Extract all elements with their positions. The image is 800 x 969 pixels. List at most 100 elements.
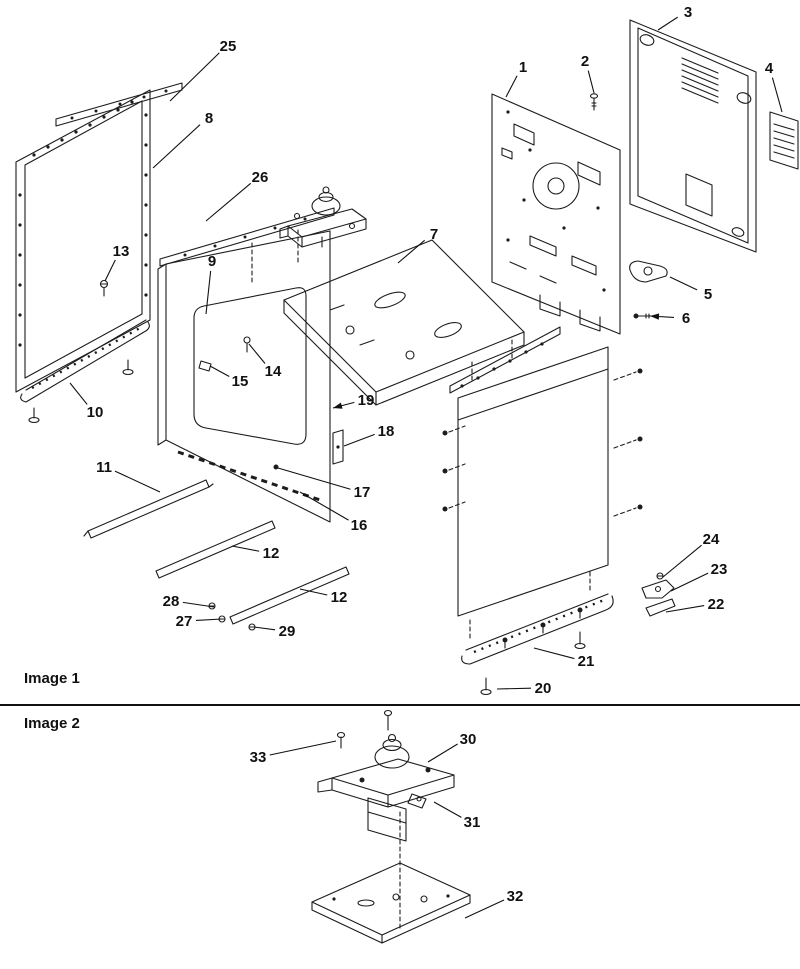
part-burner-bracket [629, 260, 668, 283]
callout-17-leader [277, 467, 351, 490]
callout-5-leader [669, 276, 698, 291]
part-top-regulator-assembly [279, 186, 367, 248]
callout-3-leader [657, 16, 679, 31]
part-bracket-22 [645, 598, 676, 617]
part-right-side-panel [442, 346, 643, 641]
callout-21-leader [533, 647, 575, 660]
callout-26-leader [205, 182, 252, 222]
part-left-side-panel [15, 89, 151, 393]
callout-27-number: 27 [176, 613, 193, 630]
callout-29-number: 29 [279, 623, 296, 640]
part-base-pan [283, 239, 525, 406]
callout-3-number: 3 [684, 4, 692, 21]
part-screw-13 [99, 279, 109, 297]
callout-9-number: 9 [208, 253, 216, 270]
callout-23-number: 23 [711, 561, 728, 578]
callout-25-number: 25 [220, 38, 237, 55]
part-fitting-31 [407, 793, 427, 809]
part-rail-12b [229, 566, 350, 625]
part-bolt-6 [633, 313, 653, 319]
callout-26-number: 26 [252, 169, 269, 186]
callout-1-number: 1 [519, 59, 527, 76]
callout-32-number: 32 [507, 888, 524, 905]
part-bottom-trim-left [20, 319, 150, 424]
callout-27-leader [195, 618, 223, 622]
callout-11-number: 11 [96, 459, 112, 476]
callout-13-leader [104, 259, 116, 282]
callout-14-leader [248, 343, 266, 364]
callout-33-number: 33 [250, 749, 267, 766]
callout-10-leader [69, 382, 88, 405]
section-divider [0, 704, 800, 706]
part-front-frame [157, 230, 331, 523]
callout-15-leader [209, 365, 230, 378]
callout-28-number: 28 [163, 593, 180, 610]
callout-8-number: 8 [205, 110, 213, 127]
callout-17-number: 17 [354, 484, 371, 501]
part-side-bracket-18 [332, 429, 344, 465]
callout-7-leader [397, 239, 426, 264]
callout-12-number: 12 [263, 545, 280, 562]
callout-19-arrowhead [333, 402, 343, 409]
part-top-rail [55, 82, 183, 127]
callout-12-leader [231, 545, 260, 552]
part-rail-12a [155, 520, 276, 579]
part-right-top-rail [449, 326, 561, 394]
callout-9-leader [205, 270, 212, 315]
callout-5-number: 5 [704, 286, 712, 303]
callout-13-number: 13 [113, 243, 130, 260]
part-leveling-feet [480, 631, 586, 696]
callout-25-leader [169, 52, 220, 102]
callout-31-leader [433, 801, 462, 818]
callout-30-number: 30 [460, 731, 477, 748]
part-bottom-trim-right [461, 593, 614, 665]
callout-2-number: 2 [581, 53, 589, 70]
part-front-rail [159, 207, 335, 283]
callout-12-leader [299, 588, 328, 596]
callout-7-number: 7 [430, 226, 438, 243]
image2-label: Image 2 [24, 715, 80, 732]
part-bracket-23 [641, 579, 675, 599]
callout-18-number: 18 [378, 423, 395, 440]
callout-19-number: 19 [358, 392, 375, 409]
part-burner-box-pan [311, 862, 471, 944]
callout-28-leader [182, 601, 215, 608]
callout-30-leader [427, 743, 458, 763]
callout-4-number: 4 [765, 60, 774, 77]
callout-4-leader [771, 77, 783, 113]
callout-10-number: 10 [87, 404, 104, 421]
callout-29-leader [253, 626, 276, 631]
callout-20-leader [496, 687, 532, 690]
callout-14-number: 14 [265, 363, 282, 380]
callout-11-leader [114, 470, 161, 493]
image1-label: Image 1 [24, 670, 80, 687]
callout-1-leader [505, 75, 518, 98]
callout-2-leader [587, 70, 595, 94]
callout-6-arrowhead [650, 313, 660, 320]
callout-12-number: 12 [331, 589, 348, 606]
callout-8-leader [152, 124, 201, 169]
callout-20-number: 20 [535, 680, 552, 697]
callout-31-number: 31 [464, 814, 481, 831]
callout-24-leader [662, 544, 702, 578]
callout-16-number: 16 [351, 517, 368, 534]
part-outer-back-panel [629, 19, 757, 253]
part-rail-11 [83, 479, 214, 539]
callout-6-number: 6 [682, 310, 690, 327]
callout-15-number: 15 [232, 373, 249, 390]
callout-24-number: 24 [703, 531, 720, 548]
part-back-panel [491, 93, 621, 335]
callout-16-leader [299, 491, 349, 521]
callout-22-number: 22 [708, 596, 725, 613]
callout-32-leader [464, 899, 505, 919]
part-serial-label [769, 111, 799, 170]
part-screw-24 [656, 572, 664, 580]
callout-33-leader [269, 740, 337, 756]
part-screw-2 [589, 93, 599, 111]
part-regulator-assembly [317, 709, 455, 842]
callout-18-leader [343, 433, 375, 447]
callout-21-number: 21 [578, 653, 595, 670]
